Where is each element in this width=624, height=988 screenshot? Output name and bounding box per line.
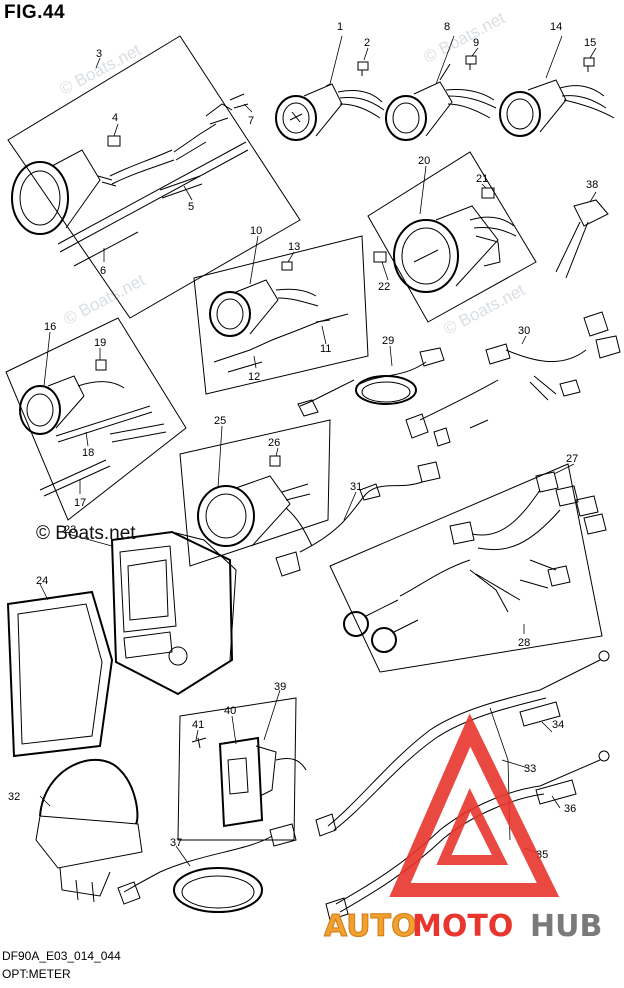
callout-9: 9	[473, 37, 479, 49]
callout-11: 11	[320, 343, 331, 355]
callout-17: 17	[74, 497, 86, 509]
screw-41-icon	[191, 737, 207, 749]
callout-28: 28	[518, 637, 530, 649]
callout-24: 24	[36, 575, 48, 587]
callout-38: 38	[586, 179, 598, 191]
gauge-8-icon	[385, 63, 497, 141]
box-group-25	[179, 419, 331, 567]
figure-title: FIG.44	[4, 2, 66, 23]
harness-29-icon	[297, 347, 445, 417]
callout-15: 15	[584, 37, 596, 49]
callout-33: 33	[524, 763, 536, 775]
callout-18: 18	[82, 447, 94, 459]
callout-1: 1	[337, 21, 343, 33]
callout-26: 26	[268, 437, 280, 449]
gauge-14-icon	[499, 79, 615, 137]
logo-triangle-icon	[389, 713, 560, 897]
box-group-10	[193, 235, 369, 395]
callout-37: 37	[170, 837, 182, 849]
callout-8: 8	[444, 21, 450, 33]
callout-labels: 1 2 3 4 5 6 7 8 9 10 11 12 13 14 15 16 1…	[8, 21, 598, 861]
box-group-3	[7, 35, 301, 319]
callout-22: 22	[378, 281, 390, 293]
logo-part-moto: MOTO	[412, 909, 513, 944]
harness-31-icon	[275, 461, 441, 577]
callout-31: 31	[350, 481, 362, 493]
harness-27-icon	[343, 471, 607, 653]
box-group-39	[177, 697, 297, 841]
callout-14: 14	[550, 21, 562, 33]
bulb-26-icon	[269, 455, 281, 467]
bulb-21-icon	[481, 187, 495, 199]
bulb-13-icon	[281, 261, 293, 271]
switch-38-icon	[555, 199, 609, 279]
display-24-icon	[6, 590, 114, 758]
callout-23: 23	[64, 524, 76, 536]
callout-40: 40	[224, 705, 236, 717]
harness-30-icon	[405, 311, 621, 447]
callout-34: 34	[552, 719, 564, 731]
harness-35-icon	[325, 750, 610, 921]
callout-12: 12	[248, 371, 260, 383]
callout-16: 16	[44, 321, 56, 333]
callout-3: 3	[96, 48, 102, 60]
logo-text: AUTO MOTO HUB	[324, 909, 603, 945]
bulb-22-icon	[373, 251, 387, 263]
callout-19: 19	[94, 337, 106, 349]
bulb-19-icon	[95, 359, 107, 371]
figure-name: OPT:METER	[2, 967, 71, 981]
callout-4: 4	[112, 112, 118, 124]
box-group-20	[367, 151, 537, 323]
harness-37-icon	[117, 823, 297, 913]
switch-40-icon	[218, 736, 307, 828]
box-group-27	[329, 463, 603, 673]
callout-30: 30	[518, 325, 530, 337]
gauge-25-icon	[197, 475, 313, 547]
copyright-watermark: © Boats.net	[36, 523, 136, 544]
callout-36: 36	[564, 803, 576, 815]
callout-2: 2	[364, 37, 370, 49]
callout-20: 20	[418, 155, 430, 167]
callout-5: 5	[188, 201, 194, 213]
display-23-icon	[110, 530, 237, 696]
harness-33-icon	[315, 650, 610, 837]
bulb-15-icon	[583, 57, 595, 72]
bulb-9-icon	[465, 55, 477, 70]
callout-6: 6	[100, 265, 106, 277]
box-group-16	[5, 317, 187, 521]
gauge-1-icon	[275, 83, 385, 141]
callout-41: 41	[192, 719, 204, 731]
callout-39: 39	[274, 681, 286, 693]
callout-7: 7	[248, 115, 254, 127]
logo-part-hub: HUB	[530, 909, 602, 944]
gauge-10-icon	[209, 279, 349, 373]
antenna-32-icon	[35, 759, 143, 903]
gauge-3-icon	[11, 93, 249, 267]
callout-13: 13	[288, 241, 300, 253]
figure-code: DF90A_E03_014_044	[2, 949, 121, 963]
logo-part-auto: AUTO	[324, 909, 417, 944]
callout-10: 10	[250, 225, 262, 237]
callout-21: 21	[476, 173, 488, 185]
gauge-16-icon	[19, 375, 167, 497]
gauge-20-icon	[393, 205, 517, 293]
callout-25: 25	[214, 415, 226, 427]
callout-27: 27	[566, 453, 578, 465]
bulb-4-icon	[107, 135, 121, 147]
bulb-2-icon	[357, 61, 369, 76]
callout-32: 32	[8, 791, 20, 803]
callout-29: 29	[382, 335, 394, 347]
